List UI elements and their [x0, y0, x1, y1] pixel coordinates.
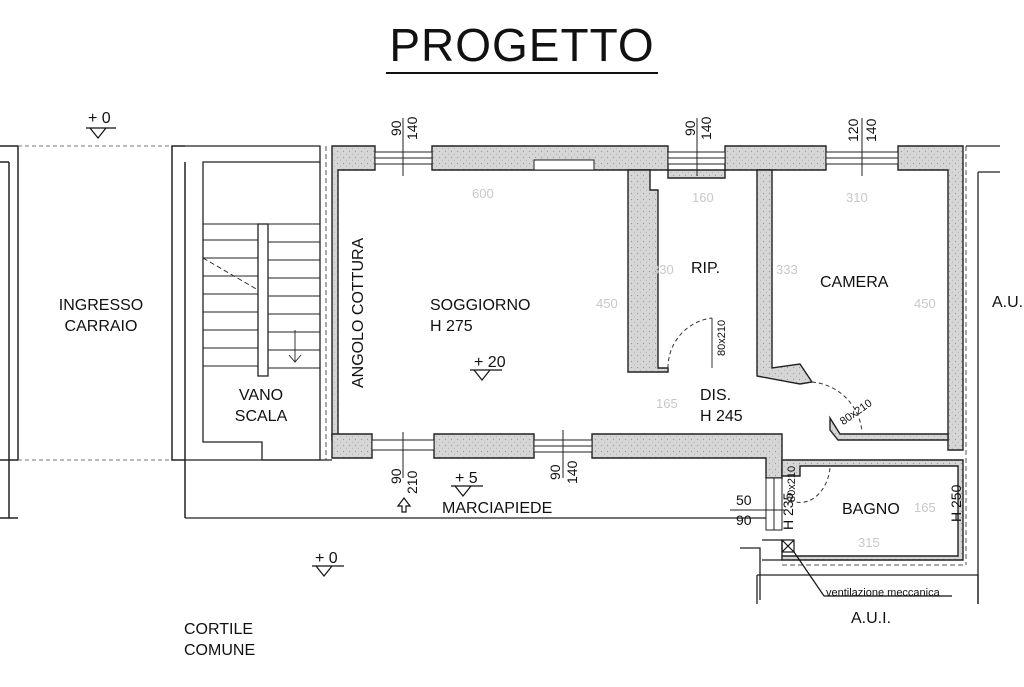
label-camera: CAMERA: [820, 274, 889, 291]
label-vano-scala: VANO SCALA: [216, 385, 306, 427]
label-rip: RIP.: [691, 260, 721, 277]
dimension-ticks: [402, 118, 863, 511]
label-dis: DIS. H 245: [700, 385, 743, 427]
label-ingresso-line2: CARRAIO: [64, 318, 138, 335]
dim-w3-width: 120: [845, 118, 861, 142]
label-cortile-line1: CORTILE: [184, 621, 254, 638]
vano-scala: [185, 145, 321, 461]
faint-camera-depth: 333: [776, 262, 798, 277]
label-ingresso: INGRESSO CARRAIO: [44, 295, 158, 337]
dim-w-south-width: 90: [547, 464, 563, 480]
level-top-left: + 0: [88, 110, 111, 127]
faint-bagno-depth: 165: [914, 500, 936, 515]
dim-bagno-window-sill: H 235: [780, 492, 796, 530]
label-aui-bottom: A.U.I.: [851, 610, 892, 627]
level-marciapiede: + 5: [455, 470, 478, 487]
door-swings: [667, 317, 863, 503]
label-vano-line1: VANO: [238, 387, 284, 404]
faint-bagno-width: 315: [858, 535, 880, 550]
dim-w-south-height: 140: [564, 460, 580, 484]
dim-w1-height: 140: [404, 116, 420, 140]
label-ingresso-line1: INGRESSO: [58, 297, 144, 314]
faint-dis-width: 165: [656, 396, 678, 411]
label-ventilazione: ventilazione meccanica: [826, 587, 940, 599]
level-cortile: + 0: [315, 550, 338, 567]
label-cortile-line2: COMUNE: [184, 642, 256, 659]
faint-rip-width: 160: [692, 190, 714, 205]
dim-w2-height: 140: [698, 116, 714, 140]
label-dis-name: DIS.: [700, 387, 732, 404]
label-marciapiede: MARCIAPIEDE: [442, 500, 553, 517]
ventilation-symbol: [781, 539, 952, 597]
page-title: PROGETTO: [389, 19, 655, 71]
dim-bagno-window-height: 90: [736, 512, 752, 528]
label-soggiorno-height: H 275: [430, 318, 473, 335]
level-soggiorno: + 20: [474, 354, 506, 371]
label-angolo-cottura: ANGOLO COTTURA: [350, 237, 367, 388]
title-underline: [386, 72, 658, 74]
label-soggiorno-name: SOGGIORNO: [430, 297, 531, 314]
label-aui-right: A.U.: [992, 294, 1024, 311]
dim-door-rip: 80x210: [716, 319, 728, 356]
dim-door-main-height: 210: [404, 470, 420, 494]
dim-w1-width: 90: [388, 120, 404, 136]
label-bagno: BAGNO: [842, 501, 900, 518]
sidewalk-lines: [185, 145, 1000, 604]
apartment-walls: [331, 145, 964, 561]
faint-rip-depth: 330: [652, 262, 674, 277]
faint-soggiorno-depth: 450: [596, 296, 618, 311]
faint-camera-width: 310: [846, 190, 868, 205]
label-bagno-height: H 250: [948, 484, 964, 522]
faint-soggiorno-width: 600: [472, 186, 494, 201]
boundary-lines: [325, 146, 967, 566]
ingresso-walls: [0, 145, 186, 519]
dim-door-main-width: 90: [388, 468, 404, 484]
dim-w2-width: 90: [682, 120, 698, 136]
label-soggiorno: SOGGIORNO H 275: [430, 295, 530, 337]
label-vano-line2: SCALA: [234, 408, 288, 425]
level-markers: [86, 127, 502, 577]
faint-camera-depth2: 450: [914, 296, 936, 311]
label-dis-height: H 245: [700, 408, 743, 425]
dim-w3-height: 140: [863, 118, 879, 142]
label-cortile: CORTILE COMUNE: [184, 619, 255, 661]
dim-bagno-window-width: 50: [736, 492, 752, 508]
